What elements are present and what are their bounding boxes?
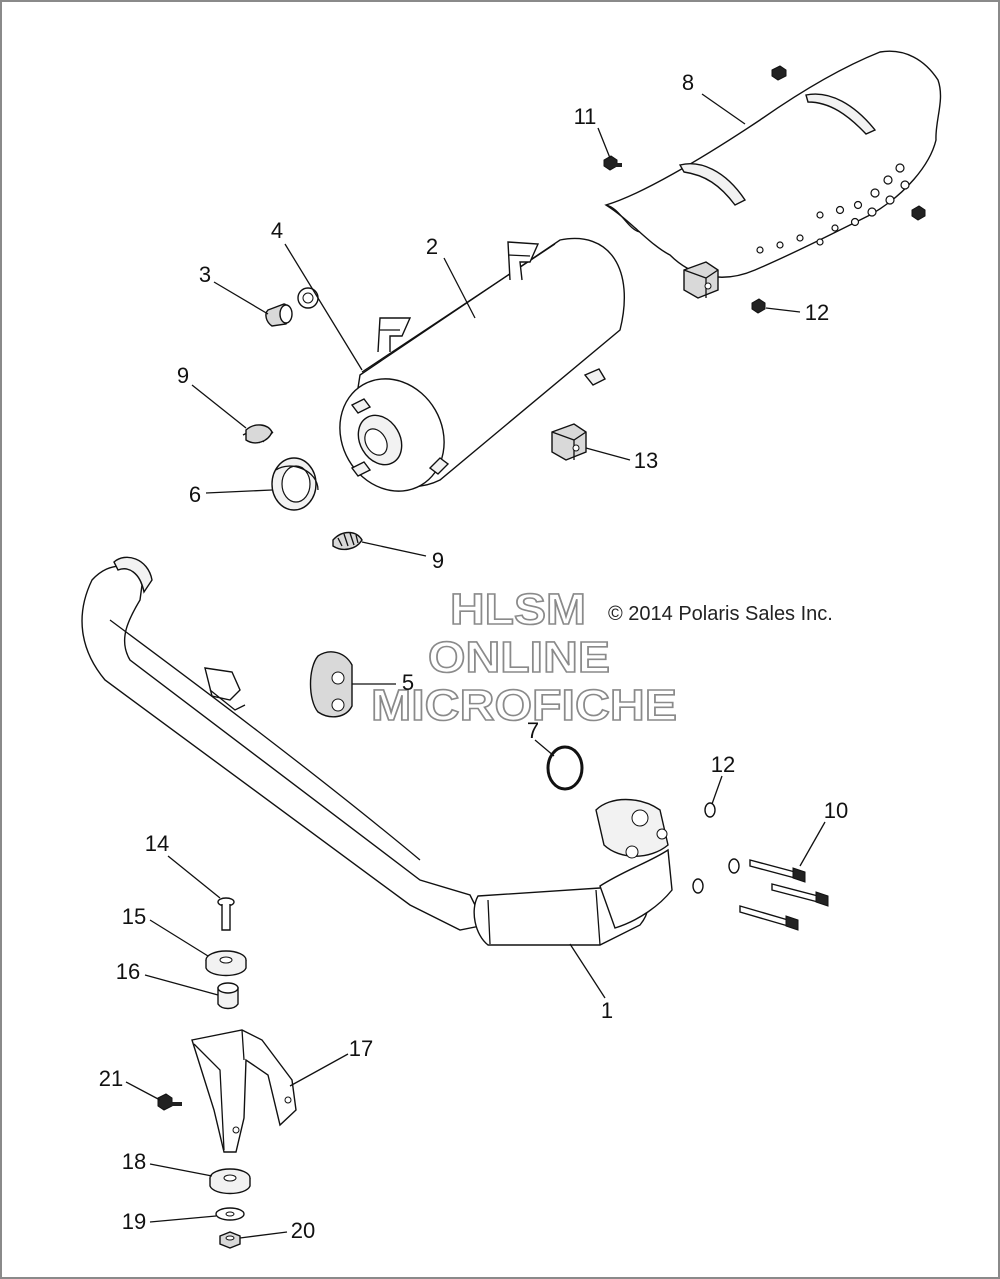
watermark-line-1: HLSM [450,585,586,634]
washers-11 [692,802,740,894]
callout-2: 2 [426,234,438,259]
callout-12-upper: 11 [574,104,597,129]
callout-8: 8 [682,70,694,95]
washer-19 [215,1207,245,1221]
bushing-16 [217,982,239,1010]
isolator-upper [683,261,719,299]
gasket-ring [271,457,319,511]
callout-10: 10 [824,798,848,823]
callout-16: 16 [116,959,140,984]
spring-upper [242,424,274,444]
callout-19: 19 [122,1209,146,1234]
callout-17: 17 [349,1036,373,1061]
callout-7: 7 [527,718,539,743]
copyright-text: © 2014 Polaris Sales Inc. [608,603,833,625]
callout-5: 5 [402,670,414,695]
bolt-21 [157,1093,182,1111]
watermark-line-3: MICROFICHE [371,681,677,730]
callout-18: 18 [122,1149,146,1174]
callout-9-upper: 9 [177,363,189,388]
callout-14: 14 [145,831,169,856]
shield-bolt-right [911,205,926,221]
shield-bolt-top [771,65,787,81]
cap-screws [739,859,829,931]
head-pipe [81,556,673,946]
spring-lower [332,531,363,551]
shield-bolt-lower [751,298,766,314]
plug [265,303,293,327]
spacer-15 [205,950,247,977]
heat-shield [604,50,942,278]
callout-labels: 8 11 12 2 4 3 9 6 9 13 5 7 12 10 1 14 15… [99,70,848,1243]
shield-bolt-upper [603,155,622,171]
bolt-14 [217,897,235,931]
callout-12-lower: 12 [805,300,829,325]
callout-20: 20 [291,1218,315,1243]
washer-4 [297,287,319,309]
seal-ring [546,745,584,791]
callout-4: 4 [271,218,283,243]
callout-3: 3 [199,262,211,287]
spacer-18 [209,1168,251,1195]
leader-lines [125,93,826,1239]
isolator-lower [551,423,587,461]
callout-13: 13 [634,448,658,473]
watermark-line-2: ONLINE [428,633,610,682]
callout-6: 6 [189,482,201,507]
mount-grommet [309,651,353,718]
callout-21: 21 [99,1066,123,1091]
callout-9-lower: 9 [432,548,444,573]
callout-11: 12 [711,752,735,777]
callout-15: 15 [122,904,146,929]
bracket-17 [191,1029,297,1153]
callout-1: 1 [601,998,613,1023]
nut-20 [219,1231,241,1249]
muffler [339,237,625,492]
